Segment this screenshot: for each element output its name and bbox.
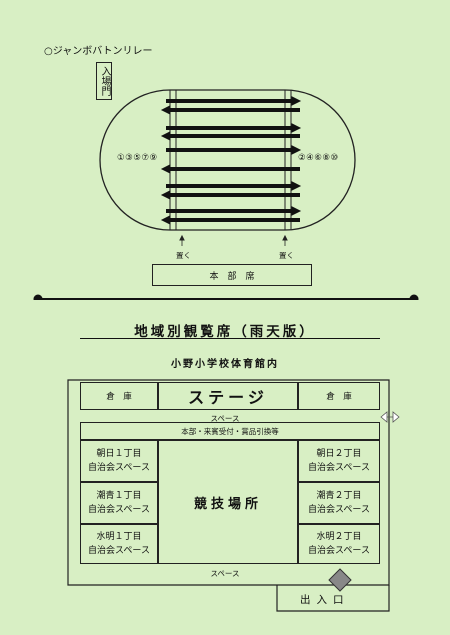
- stage: ステージ: [158, 382, 298, 410]
- reception-bar: 本部・来賓受付・賞品引換等: [80, 422, 380, 440]
- area-asahi-2: 朝日２丁目自治会スペース: [298, 440, 380, 482]
- area-name: 潮青１丁目: [96, 491, 142, 501]
- divider-dot-right: [409, 294, 419, 300]
- area-shiomi-2: 潮青２丁目自治会スペース: [298, 482, 380, 524]
- area-type: 自治会スペース: [308, 505, 370, 515]
- place-left-label: 置く: [176, 251, 191, 260]
- lane-arrows: [160, 96, 302, 225]
- even-lane-numbers: ②④⑥⑧⑩: [298, 153, 339, 163]
- area-shiomi-1: 潮青１丁目自治会スペース: [80, 482, 158, 524]
- space-bottom: スペース: [210, 569, 240, 578]
- relay-title: ○ジャンボバトンリレー: [44, 46, 153, 57]
- area-type: 自治会スペース: [88, 505, 150, 515]
- rain-subtitle: 小野小学校体育館内: [171, 359, 279, 370]
- area-asahi-1: 朝日１丁目自治会スペース: [80, 440, 158, 482]
- storage-left: 倉 庫: [80, 382, 158, 410]
- place-right-label: 置く: [279, 251, 294, 260]
- storage-right: 倉 庫: [298, 382, 380, 410]
- area-name: 朝日１丁目: [96, 449, 142, 459]
- area-name: 朝日２丁目: [316, 449, 362, 459]
- stage-label: ステージ: [188, 388, 268, 407]
- up-arrow-left: [179, 234, 185, 246]
- competition-area: 競技場所: [158, 440, 298, 564]
- side-door-icon: [380, 411, 400, 423]
- area-suimei-1: 水明１丁目自治会スペース: [80, 524, 158, 564]
- odd-lane-numbers: ①③⑤⑦⑨: [117, 153, 158, 163]
- rain-title-underline: [80, 338, 380, 339]
- entrance-gate: 入場門: [96, 62, 112, 100]
- area-name: 水明１丁目: [96, 532, 142, 542]
- area-type: 自治会スペース: [88, 463, 150, 473]
- reception-label: 本部・来賓受付・賞品引換等: [181, 426, 279, 436]
- headquarters-box: 本 部 席: [152, 264, 312, 286]
- area-name: 潮青２丁目: [316, 491, 362, 501]
- exit-label: 出入口: [300, 594, 350, 606]
- space-top: スペース: [210, 414, 240, 423]
- area-type: 自治会スペース: [308, 546, 370, 556]
- up-arrow-right: [282, 234, 288, 246]
- divider-dot-left: [33, 294, 43, 300]
- entrance-label: 入場門: [99, 66, 110, 96]
- relay-track-diagram: [33, 89, 419, 300]
- headquarters-label: 本 部 席: [209, 271, 255, 282]
- area-type: 自治会スペース: [308, 463, 370, 473]
- area-name: 水明２丁目: [316, 532, 362, 542]
- area-type: 自治会スペース: [88, 546, 150, 556]
- door-diamond: [328, 568, 352, 592]
- storage-right-label: 倉 庫: [326, 392, 352, 402]
- area-suimei-2: 水明２丁目自治会スペース: [298, 524, 380, 564]
- competition-area-label: 競技場所: [193, 496, 262, 512]
- storage-left-label: 倉 庫: [106, 392, 132, 402]
- rain-title: 地域別観覧席（雨天版）: [134, 324, 316, 340]
